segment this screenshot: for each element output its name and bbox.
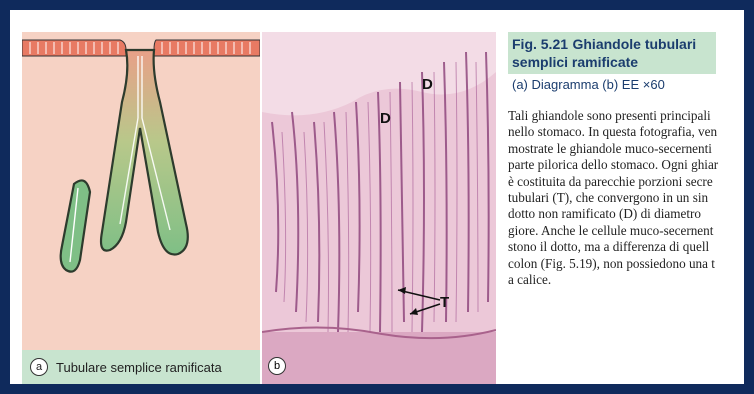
panel-b-label: b <box>268 357 286 375</box>
body-line: parte pilorica dello stomaco. Ogni ghiar <box>508 157 744 173</box>
figure-title-line2: semplici ramificate <box>512 54 638 70</box>
text-column: Fig. 5.21 Ghiandole tubulari semplici ra… <box>508 32 744 384</box>
micrograph-image <box>262 32 496 384</box>
body-line: dotto non ramificato (D) di diametro <box>508 206 744 222</box>
panel-b-label-wrap: b <box>268 356 294 375</box>
panel-a-caption: a Tubulare semplice ramificata <box>22 350 260 384</box>
micrograph-panel: D D T b <box>262 32 496 384</box>
body-line: a calice. <box>508 272 744 288</box>
body-line: mostrate le ghiandole muco-secernenti <box>508 141 744 157</box>
duct-label-d1: D <box>422 76 433 93</box>
body-paragraph: Tali ghiandole sono presenti principali … <box>508 108 744 288</box>
gland-diagram <box>22 32 260 352</box>
body-line: tubulari (T), che convergono in un sin <box>508 190 744 206</box>
body-line: Tali ghiandole sono presenti principali <box>508 108 744 124</box>
figure-frame: a Tubulare semplice ramificata <box>10 10 744 384</box>
figure-subtitle: (a) Diagramma (b) EE ×60 <box>508 74 744 92</box>
body-line: giore. Anche le cellule muco-secernent <box>508 223 744 239</box>
figure-title-line1: Ghiandole tubulari <box>572 36 696 52</box>
duct-label-d2: D <box>380 110 391 127</box>
body-line: è costituita da parecchie porzioni secre <box>508 174 744 190</box>
body-line: nello stomaco. In questa fotografia, ven <box>508 124 744 140</box>
body-line: colon (Fig. 5.19), non possiedono una t <box>508 256 744 272</box>
tubule-label-t: T <box>440 294 449 311</box>
panel-a-label: a <box>30 358 48 376</box>
diagram-panel: a Tubulare semplice ramificata <box>22 32 260 384</box>
figure-heading: Fig. 5.21 Ghiandole tubulari semplici ra… <box>508 32 716 74</box>
panel-a-caption-text: Tubulare semplice ramificata <box>56 360 222 375</box>
body-line: stono il dotto, ma a differenza di quell <box>508 239 744 255</box>
figure-number: Fig. 5.21 <box>512 36 568 52</box>
